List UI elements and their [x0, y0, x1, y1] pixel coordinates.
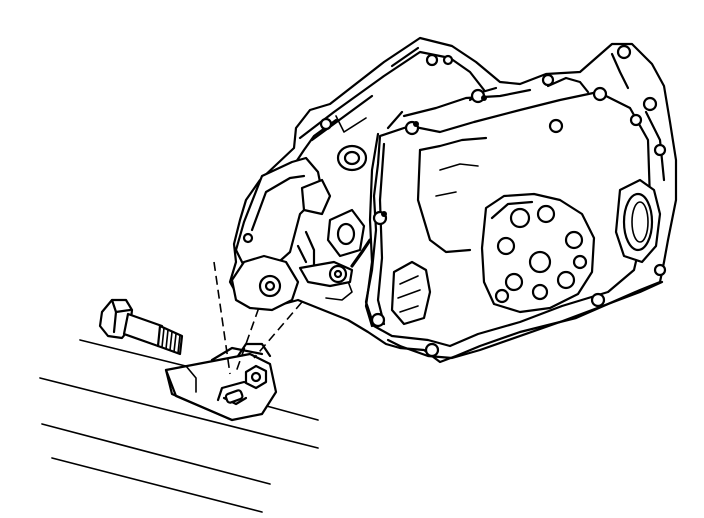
- frame-rail: [39, 339, 319, 513]
- transaxle-assembly: [228, 36, 678, 364]
- mount-nut: [244, 364, 268, 390]
- mount-bolt: [98, 298, 184, 356]
